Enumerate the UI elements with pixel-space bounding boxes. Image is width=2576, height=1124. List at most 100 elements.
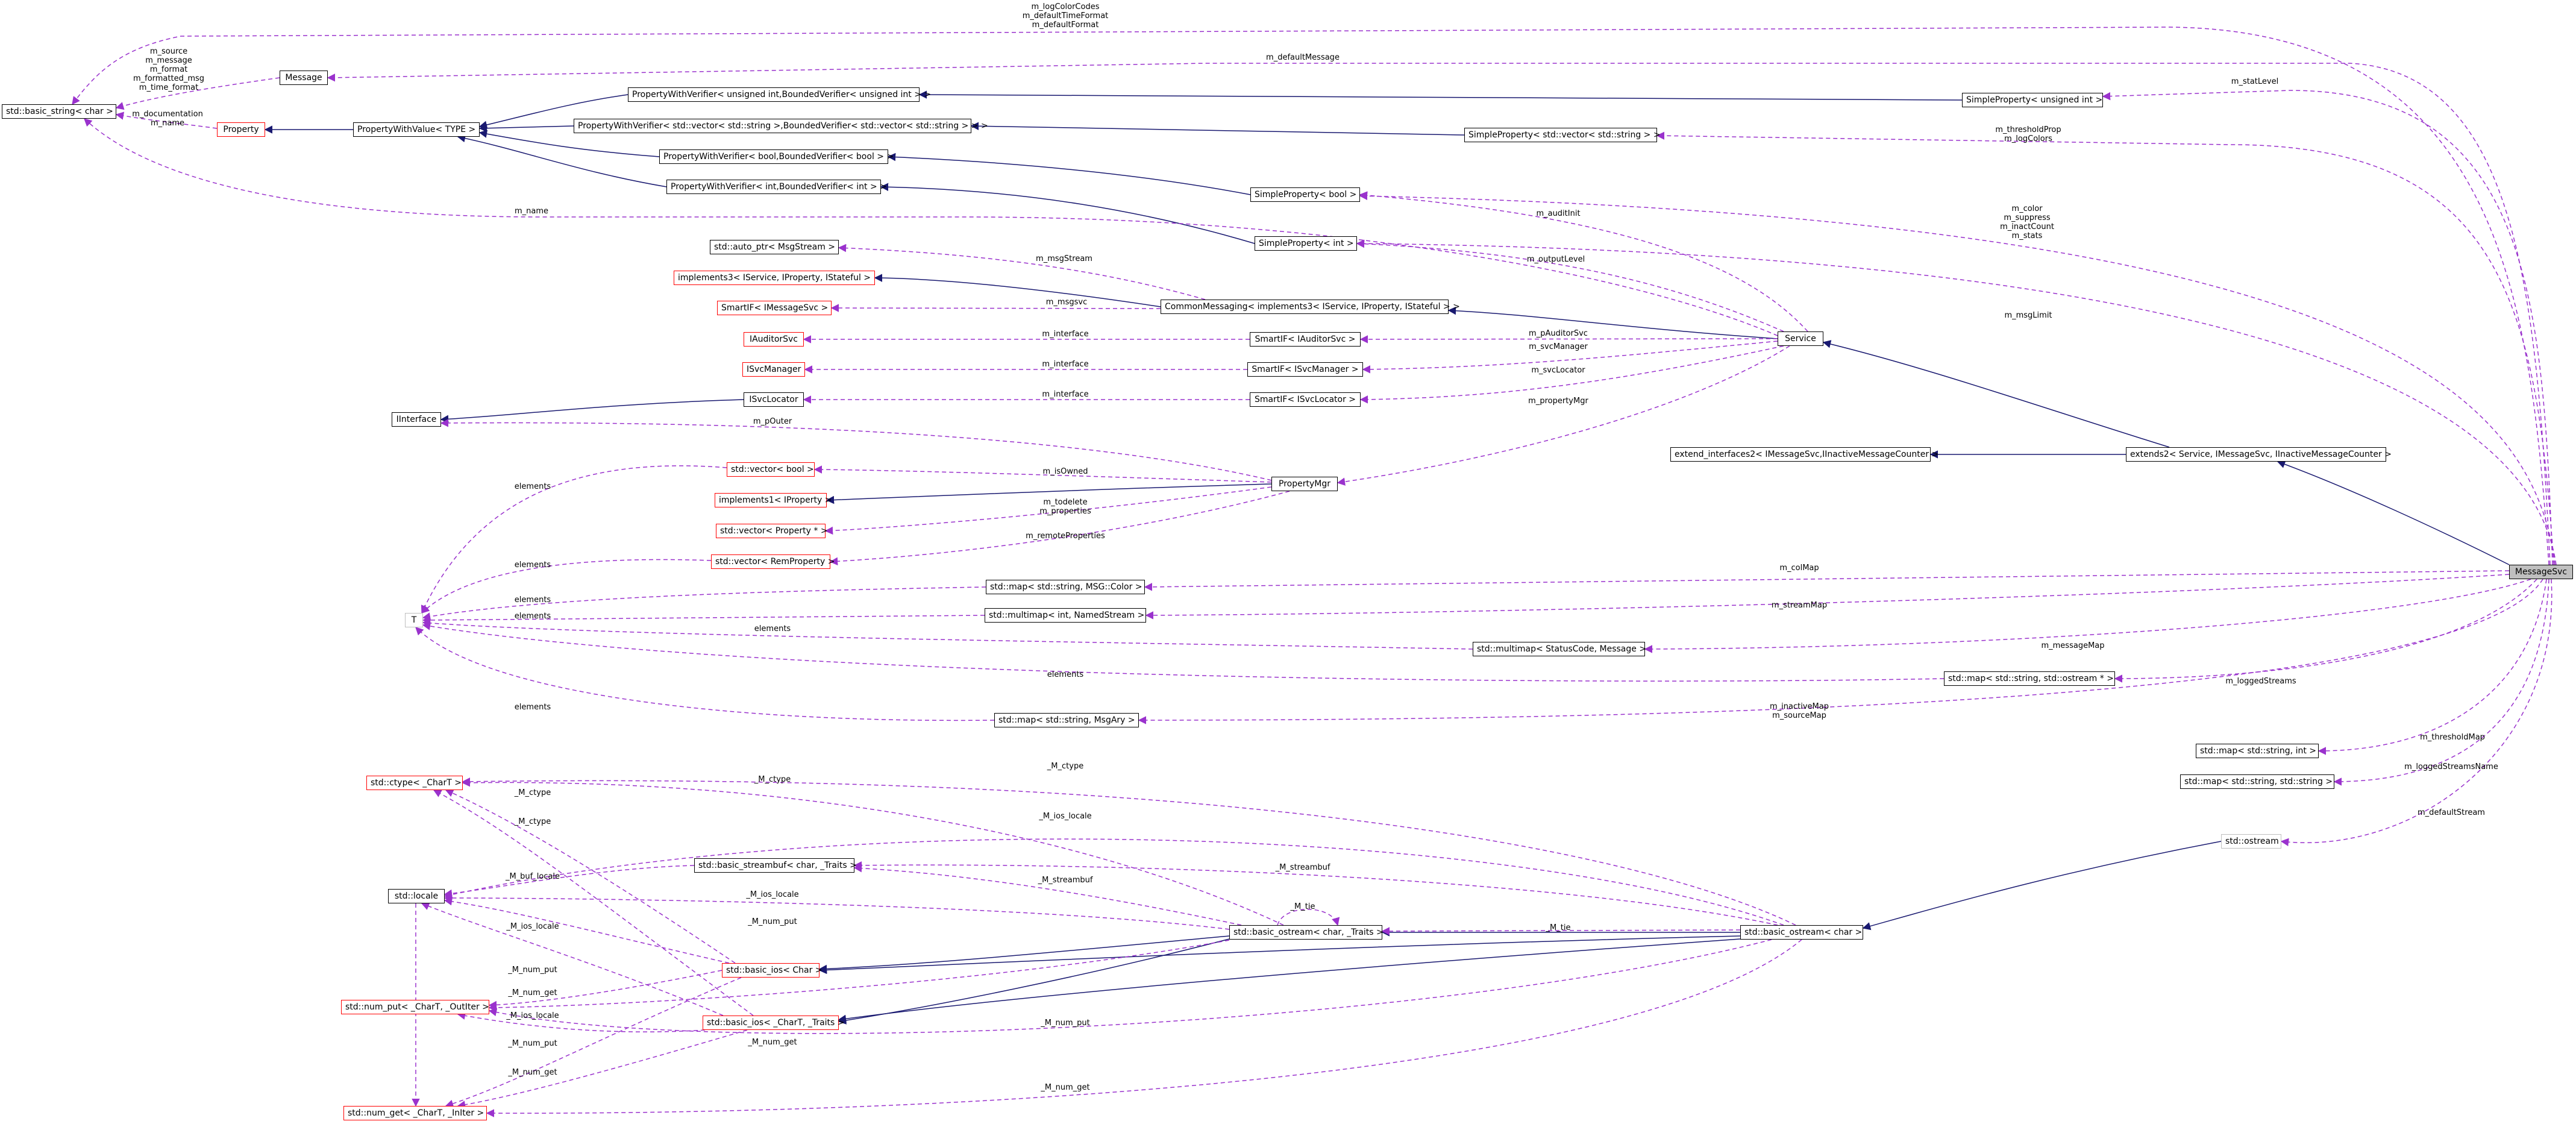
edge-bochar-to-streambuf: [853, 861, 1778, 926]
node-basic-ios-char[interactable]: std::basic_ios< Char >: [722, 963, 823, 978]
node-pwverifier-vecstr[interactable]: PropertyWithVerifier< std::vector< std::…: [574, 119, 988, 133]
edge-label-inactive-map: m_inactiveMap m_sourceMap: [1770, 702, 1829, 720]
node-basic-ostream-template[interactable]: std::basic_ostream< char, _Traits >: [1229, 925, 1384, 940]
edge-extends2-to-service: [1822, 340, 2170, 448]
edge-service-to-basicstring: [84, 118, 1778, 336]
edge-bochar-to-numput: [488, 939, 1772, 1034]
edge-label-interface-2: m_interface: [1042, 360, 1089, 369]
edge-multimap-status-to-t: [422, 619, 1473, 650]
node-basic-string[interactable]: std::basic_string< char >: [2, 104, 116, 119]
edge-common-to-autoptr: [838, 243, 1206, 300]
node-basic-ostream-char[interactable]: std::basic_ostream< char >: [1740, 925, 1863, 940]
node-service[interactable]: Service: [1778, 331, 1823, 346]
node-implements3[interactable]: implements3< IService, IProperty, IState…: [674, 271, 875, 285]
edge-msgsvc-to-extends2: [2277, 460, 2510, 565]
node-map-int[interactable]: std::map< std::string, int >: [2196, 744, 2319, 758]
edge-sp-int-to-pwver: [880, 183, 1255, 244]
edge-label-streambuf-2: _M_streambuf: [1038, 876, 1093, 885]
edge-label-default-stream: m_defaultStream: [2418, 808, 2485, 817]
edge-streambuf-to-locale: [443, 865, 695, 898]
node-iauditorsvc[interactable]: IAuditorSvc: [744, 332, 804, 347]
edge-label-message-map: m_messageMap: [2041, 641, 2105, 650]
node-smartif-imessagesvc[interactable]: SmartIF< IMessageSvc >: [717, 301, 832, 315]
edge-label-is-owned: m_isOwned: [1042, 467, 1088, 476]
edge-label-ctype-4: _M_ctype: [514, 817, 551, 826]
edge-msgsvc-to-sp-vecstr: [1656, 131, 2554, 565]
node-implements1[interactable]: implements1< IProperty >: [715, 493, 832, 507]
node-common-messaging[interactable]: CommonMessaging< implements3< IService, …: [1161, 300, 1460, 314]
node-smartif-iauditorsvc[interactable]: SmartIF< IAuditorSvc >: [1250, 332, 1361, 347]
node-locale[interactable]: std::locale: [388, 889, 445, 903]
edge-label-todelete: m_todelete m_properties: [1039, 498, 1091, 516]
node-multimap-statuscode[interactable]: std::multimap< StatusCode, Message >: [1473, 642, 1646, 656]
node-pwverifier-uint[interactable]: PropertyWithVerifier< unsigned int,Bound…: [628, 87, 931, 102]
node-pwverifier-int[interactable]: PropertyWithVerifier< int,BoundedVerifie…: [666, 180, 887, 194]
node-extends2[interactable]: extends2< Service, IMessageSvc, IInactiv…: [2126, 447, 2392, 462]
edge-msgsvc-to-sp-int: [1356, 239, 2557, 565]
node-iinterface[interactable]: IInterface: [392, 412, 441, 427]
node-vector-remproperty[interactable]: std::vector< RemProperty >: [711, 554, 835, 569]
edge-label-num-get-1: _M_num_get: [508, 988, 557, 997]
edge-service-to-smartif-mgr: [1362, 341, 1778, 374]
edge-label-elements-4: elements: [514, 612, 551, 621]
node-basic-ios-template[interactable]: std::basic_ios< _CharT, _Traits >: [703, 1016, 845, 1030]
node-message[interactable]: Message: [280, 71, 328, 85]
edge-common-to-smartif-msgsvc: [830, 304, 1161, 312]
edge-label-svc-manager: m_svcManager: [1529, 342, 1588, 351]
edge-sp-vecstr-to-pwver: [970, 122, 1465, 136]
edge-botmpl-to-boschar: [818, 935, 1230, 973]
node-map-color[interactable]: std::map< std::string, MSG::Color >: [986, 580, 1145, 594]
edge-service-to-sp-bool: [1359, 191, 1808, 332]
edge-label-num-put-4: _M_num_put: [508, 1039, 557, 1048]
node-vector-property-ptr[interactable]: std::vector< Property * >: [716, 524, 828, 538]
node-property-mgr[interactable]: PropertyMgr: [1271, 477, 1338, 491]
node-smartif-isvcmanager[interactable]: SmartIF< ISvcManager >: [1247, 362, 1363, 377]
edge-propmgr-to-vecpropptr: [824, 486, 1272, 535]
node-pwverifier-bool[interactable]: PropertyWithVerifier< bool,BoundedVerifi…: [659, 149, 894, 164]
node-num-get[interactable]: std::num_get< _CharT, _InIter >: [343, 1106, 487, 1120]
node-extend-interfaces2[interactable]: extend_interfaces2< IMessageSvc,IInactiv…: [1670, 447, 1938, 462]
node-simple-property-uint[interactable]: SimpleProperty< unsigned int >: [1962, 93, 2103, 107]
node-simple-property-int[interactable]: SimpleProperty< int >: [1255, 236, 1357, 251]
node-multimap-namedstream[interactable]: std::multimap< int, NamedStream >: [985, 608, 1146, 623]
node-property[interactable]: Property: [217, 122, 265, 137]
edge-label-msgsvc: m_msgsvc: [1045, 298, 1088, 307]
edge-propmgr-to-impl1: [826, 483, 1272, 504]
edge-service-to-sp-int: [1356, 239, 1784, 332]
node-map-msgary[interactable]: std::map< std::string, MsgAry >: [994, 713, 1139, 727]
edge-common-to-impl3: [874, 274, 1161, 307]
edge-boschar-to-locale: [443, 897, 730, 964]
edge-bostmpl-to-numget: [457, 1029, 748, 1109]
edge-sp-uint-to-pwver: [918, 90, 1963, 101]
edge-label-audit-init: m_auditInit: [1536, 209, 1581, 218]
node-std-ostream[interactable]: std::ostream: [2221, 834, 2281, 849]
node-isvclocator[interactable]: ISvcLocator: [744, 392, 804, 407]
node-map-string[interactable]: std::map< std::string, std::string >: [2180, 774, 2334, 789]
edge-label-output-level: m_outputLevel: [1526, 255, 1585, 264]
edge-botmpl-to-locale: [443, 894, 1230, 930]
edge-label-remote-properties: m_remoteProperties: [1026, 532, 1105, 541]
node-t[interactable]: T: [405, 613, 423, 627]
edge-bostmpl-to-locale: [421, 902, 724, 1016]
edge-botmpl-to-ctype: [462, 779, 1284, 926]
edge-botmpl-tie-self: [1277, 909, 1340, 926]
node-simple-property-vecstr[interactable]: SimpleProperty< std::vector< std::string…: [1464, 128, 1661, 142]
edge-msgsvc-to-basicstring: [72, 27, 2549, 565]
node-num-put[interactable]: std::num_put< _CharT, _OutIter >: [341, 1000, 489, 1014]
node-map-ostream[interactable]: std::map< std::string, std::ostream * >: [1944, 671, 2115, 686]
node-isvcmanager[interactable]: ISvcManager: [742, 362, 805, 377]
node-vector-bool[interactable]: std::vector< bool >: [727, 462, 815, 477]
edge-label-color-group: m_color m_suppress m_inactCount m_stats: [2000, 204, 2054, 240]
node-ctype[interactable]: std::ctype< _CharT >: [366, 776, 463, 790]
edge-msgsvc-to-multimap-status: [1644, 579, 2531, 653]
node-property-with-value[interactable]: PropertyWithValue< TYPE >: [353, 122, 480, 137]
node-message-svc[interactable]: MessageSvc: [2509, 565, 2573, 579]
node-simple-property-bool[interactable]: SimpleProperty< bool >: [1250, 187, 1360, 202]
edge-label-ios-locale-3: _M_ios_locale: [506, 922, 559, 931]
edge-label-elements-7: elements: [514, 703, 551, 712]
node-auto-ptr-msgstream[interactable]: std::auto_ptr< MsgStream >: [710, 240, 839, 254]
node-smartif-isvclocator[interactable]: SmartIF< ISvcLocator >: [1250, 392, 1361, 407]
node-basic-streambuf[interactable]: std::basic_streambuf< char, _Traits >: [694, 858, 857, 873]
